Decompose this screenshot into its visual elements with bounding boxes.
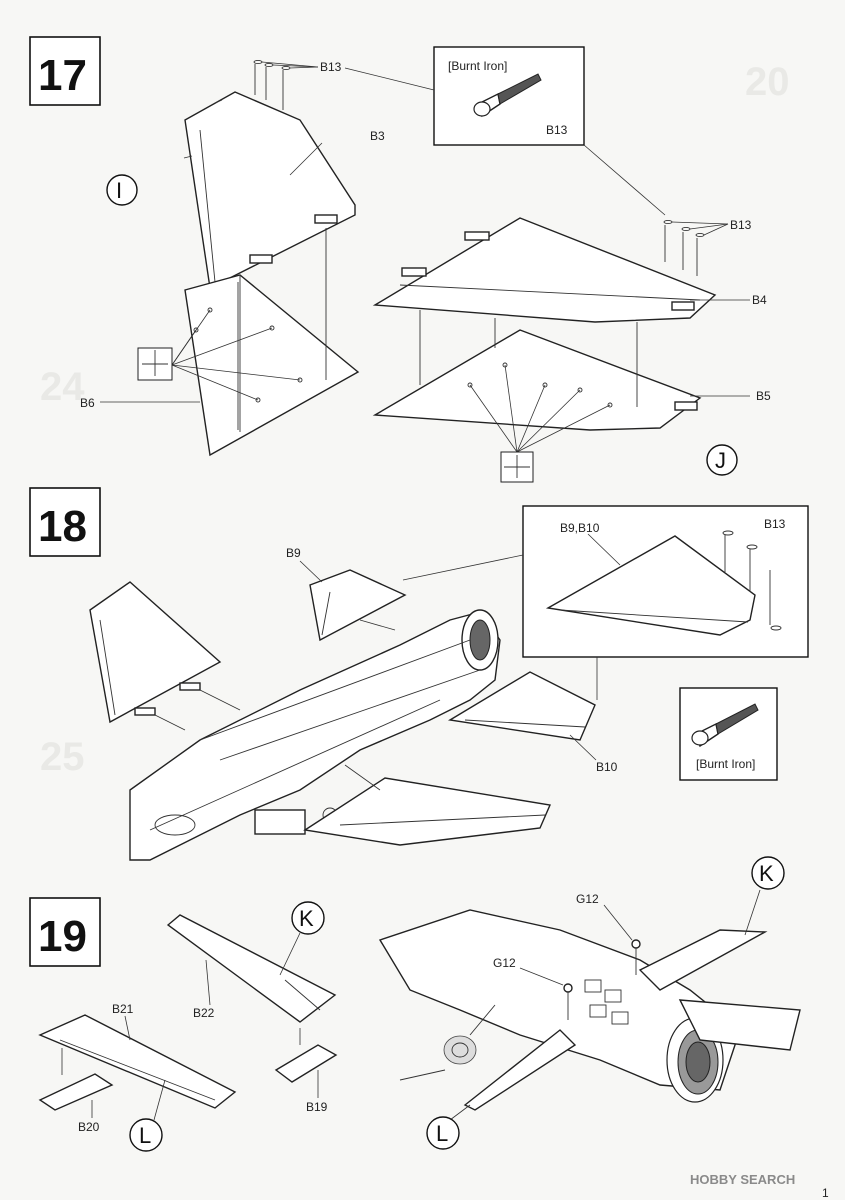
part-label-b13: B13	[320, 60, 342, 74]
part-b21-drawing	[38, 1014, 237, 1109]
part-b5-drawing	[372, 310, 702, 483]
part-label-b6: B6	[80, 396, 95, 410]
part-label-b20: B20	[78, 1120, 100, 1134]
pin-g12	[563, 983, 573, 993]
wing-left-drawing	[89, 581, 241, 731]
assembly-marker-i	[106, 174, 138, 206]
step-number: 19	[38, 912, 87, 961]
step-number: 18	[38, 502, 87, 551]
step-17: 17 I B13 B3	[29, 36, 771, 483]
fuselage-drawing	[129, 609, 501, 861]
part-b22-drawing	[166, 914, 337, 1045]
callout-title: [Burnt Iron]	[448, 59, 507, 73]
stabilizer-l-drawing	[463, 1029, 577, 1111]
step-number-box	[29, 487, 101, 557]
ghost-number: 25	[40, 735, 85, 779]
assembly-marker-label: J	[715, 448, 726, 473]
assembly-marker-label: K	[299, 906, 314, 931]
part-label-g12: G12	[493, 956, 516, 970]
part-label-b13: B13	[730, 218, 752, 232]
stabilizer-k-drawing	[638, 929, 768, 991]
pin-g12	[631, 939, 641, 949]
part-b19-drawing	[274, 1044, 338, 1083]
part-label-b4: B4	[752, 293, 767, 307]
assembly-marker-j	[706, 444, 738, 476]
part-b20-drawing	[38, 1073, 114, 1111]
part-label-b22: B22	[193, 1006, 215, 1020]
step-number-box	[29, 897, 101, 967]
callout-parts-label: B9,B10	[560, 521, 600, 535]
detail-fin-drawing	[545, 530, 782, 636]
watermark: HOBBY SEARCH	[690, 1172, 795, 1187]
assembly-marker-k	[751, 856, 785, 890]
burnt-iron-callout-17	[433, 46, 585, 146]
assembly-marker-label: K	[759, 861, 774, 886]
part-label-b5: B5	[756, 389, 771, 403]
callout-part-label: B13	[546, 123, 568, 137]
part-b3-drawing	[183, 91, 356, 290]
assembly-marker-k	[291, 901, 325, 935]
pins-b13-top	[253, 59, 319, 110]
part-label-b19: B19	[306, 1100, 328, 1114]
ghost-number: 24	[40, 365, 85, 409]
stabilizer-right-drawing	[678, 999, 801, 1051]
assembly-marker-l	[426, 1116, 460, 1150]
wing-right-drawing	[303, 764, 552, 846]
part-label-b3: B3	[370, 129, 385, 143]
assembly-marker-label: L	[139, 1123, 151, 1148]
step-number: 17	[38, 51, 87, 100]
step-number-box	[29, 36, 101, 106]
callout-pins-label: B13	[764, 517, 786, 531]
assembly-marker-l	[129, 1118, 163, 1152]
step-19: 19 B22 B19 B21 B20 K L	[29, 856, 801, 1152]
ghost-number: 20	[745, 60, 790, 104]
page-number: 1	[822, 1186, 829, 1200]
part-b4-drawing	[372, 217, 729, 323]
fin-b10-drawing	[447, 671, 596, 741]
assembly-marker-label: L	[436, 1121, 448, 1146]
step-18: 18	[29, 487, 809, 861]
soldering-iron-icon	[473, 73, 542, 118]
fin-b9-drawing	[309, 569, 407, 642]
soldering-iron-icon	[691, 703, 759, 748]
part-label-b9: B9	[286, 546, 301, 560]
assembly-marker-label: I	[116, 178, 122, 203]
part-label-b10: B10	[596, 760, 618, 774]
part-label-b21: B21	[112, 1002, 134, 1016]
callout-title: [Burnt Iron]	[696, 757, 755, 771]
part-label-g12: G12	[576, 892, 599, 906]
part-b6-drawing	[137, 228, 360, 457]
